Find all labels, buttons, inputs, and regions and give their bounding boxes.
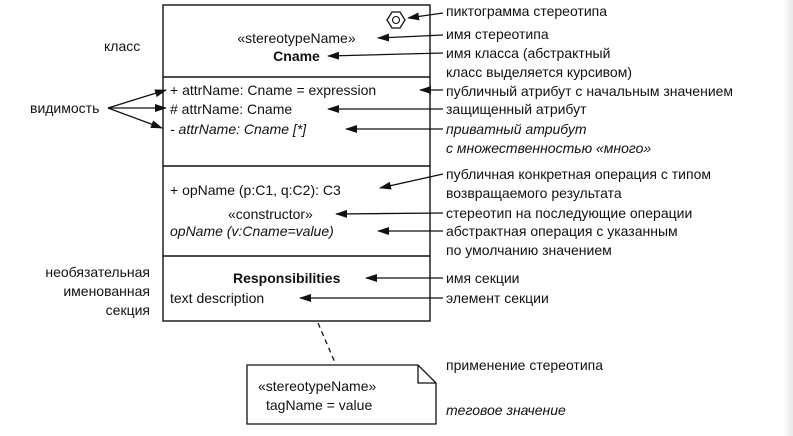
optional-section-label-1: необязательная [45, 264, 150, 280]
class-label: класс [104, 38, 141, 54]
note-tag: tagName = value [266, 397, 373, 413]
visibility-label: видимость [30, 100, 100, 116]
annotation-public-operation-2: возвращаемого результата [446, 185, 622, 201]
annotation-public-attribute: публичный атрибут с начальным значением [446, 83, 734, 99]
annotation-public-operation-1: публичная конкретная операция с типом [446, 166, 711, 182]
annotation-stereotype-on-ops: стереотип на последующие операции [446, 205, 693, 221]
stereotype-icon [386, 11, 406, 29]
attribute-protected: # attrName: Cname [170, 101, 293, 117]
annotation-section-name: имя секции [446, 270, 520, 286]
arrow [327, 51, 444, 60]
note-connector [317, 322, 337, 366]
section-item: text description [170, 290, 265, 306]
class-stereotype: «stereotypeName» [237, 30, 356, 46]
annotation-stereotype-name: имя стереотипа [446, 26, 549, 42]
annotation-stereotype-icon: пиктограмма стереотипа [446, 3, 608, 19]
arrow [335, 209, 444, 218]
section-title: Responsibilities [233, 270, 341, 286]
annotation-private-attribute-1: приватный атрибут [446, 121, 587, 137]
annotation-protected-attribute: защищенный атрибут [446, 101, 587, 117]
optional-section-label-3: секция [105, 302, 150, 318]
annotation-class-name-2: класс выделяется курсивом) [446, 64, 632, 80]
visibility-arrow [107, 107, 163, 129]
class-name: Cname [273, 48, 320, 64]
operation-stereotype: «constructor» [228, 206, 313, 222]
class-box [162, 4, 431, 322]
arrow [407, 12, 444, 21]
operation-public: + opName (p:C1, q:C2): C3 [170, 182, 341, 198]
visibility-arrow [107, 89, 167, 109]
arrow [377, 33, 444, 42]
annotation-section-element: элемент секции [446, 290, 549, 306]
scan-edge-shading [783, 0, 793, 436]
annotation-abstract-operation-1: абстрактная операция с указанным [446, 223, 678, 239]
operation-abstract: opName (v:Cname=value) [170, 223, 334, 239]
annotation-private-attribute-2: с множественностью «много» [446, 140, 652, 156]
attribute-public: + attrName: Cname = expression [170, 82, 377, 98]
attribute-private: - attrName: Cname [*] [170, 121, 307, 137]
note-stereotype: «stereotypeName» [258, 378, 377, 394]
tagged-value-note [246, 364, 437, 425]
arrow [379, 173, 444, 190]
annotation-stereotype-application: применение стереотипа [446, 357, 604, 373]
optional-section-label-2: именованная [63, 283, 150, 299]
annotation-class-name-1: имя класса (абстрактный [446, 45, 611, 61]
annotation-abstract-operation-2: по умолчанию значением [446, 242, 612, 258]
annotation-tagged-value: теговое значение [446, 402, 566, 418]
